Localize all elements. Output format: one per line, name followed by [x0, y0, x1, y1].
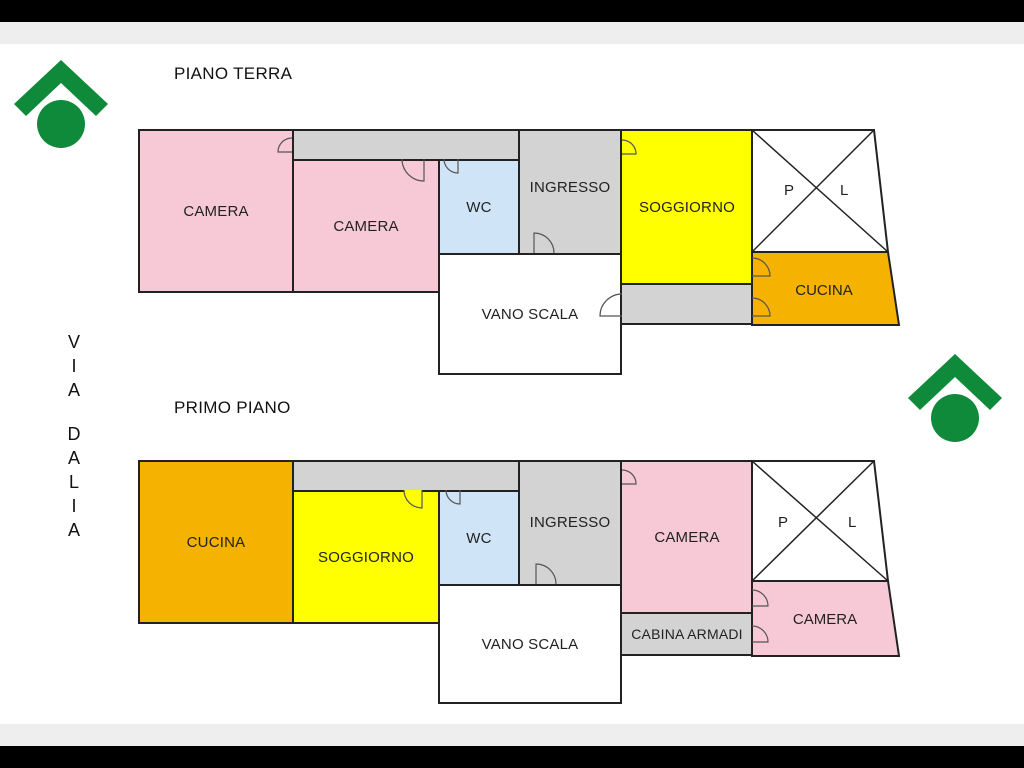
- room-ingresso: INGRESSO: [518, 129, 622, 255]
- street-letter: V: [67, 332, 80, 352]
- street-letter: L: [68, 472, 79, 492]
- lightwell-label: P: [778, 514, 789, 531]
- room-vano-scala: VANO SCALA: [438, 253, 622, 375]
- agency-logo-icon: [908, 354, 1002, 442]
- room-cucina: CUCINA: [795, 282, 853, 299]
- ground-lightwell-and-kitchen: [751, 129, 901, 326]
- street-letter: D: [67, 424, 81, 444]
- room-label: VANO SCALA: [481, 305, 579, 323]
- room-label: WC: [466, 198, 492, 216]
- first-floor-title: PRIMO PIANO: [174, 398, 291, 417]
- room-label: INGRESSO: [529, 179, 611, 196]
- ground-floor-title: PIANO TERRA: [174, 64, 293, 83]
- room-camera: CAMERA: [138, 129, 294, 293]
- room-label: SOGGIORNO: [639, 198, 735, 216]
- room-label: WC: [466, 529, 492, 547]
- room-soggiorno: SOGGIORNO: [620, 129, 754, 285]
- room-label: VANO SCALA: [481, 635, 579, 653]
- room-label: CAMERA: [333, 217, 399, 235]
- street-letter: A: [67, 520, 80, 540]
- lightwell-label: L: [840, 182, 849, 199]
- room-vano-scala: VANO SCALA: [438, 584, 622, 704]
- room-cucina: CUCINA: [138, 460, 294, 624]
- lightwell-label: L: [848, 514, 857, 531]
- first-lightwell-and-bedroom: [751, 460, 901, 657]
- room-soggiorno: SOGGIORNO: [292, 490, 440, 624]
- street-letter: A: [67, 380, 80, 400]
- room-label: SOGGIORNO: [318, 548, 414, 566]
- room-camera: CAMERA: [620, 460, 754, 614]
- room-wc: WC: [438, 490, 520, 586]
- room-label: CAMERA: [183, 202, 249, 220]
- agency-logo-icon: [14, 60, 108, 148]
- room-label: CAMERA: [654, 528, 720, 546]
- street-letter: I: [71, 356, 77, 376]
- room-cabina-armadi: CABINA ARMADI: [620, 612, 754, 656]
- room-wc: WC: [438, 159, 520, 255]
- ground-hallway: [620, 283, 754, 325]
- room-label: CUCINA: [186, 533, 246, 551]
- room-label: INGRESSO: [529, 514, 611, 531]
- street-letter: I: [71, 496, 77, 516]
- room-ingresso: INGRESSO: [518, 460, 622, 586]
- street-letter: A: [67, 448, 80, 468]
- lightwell-label: P: [784, 182, 795, 199]
- room-camera: CAMERA: [792, 611, 858, 628]
- room-label: CABINA ARMADI: [631, 626, 743, 642]
- room-camera: CAMERA: [292, 159, 440, 293]
